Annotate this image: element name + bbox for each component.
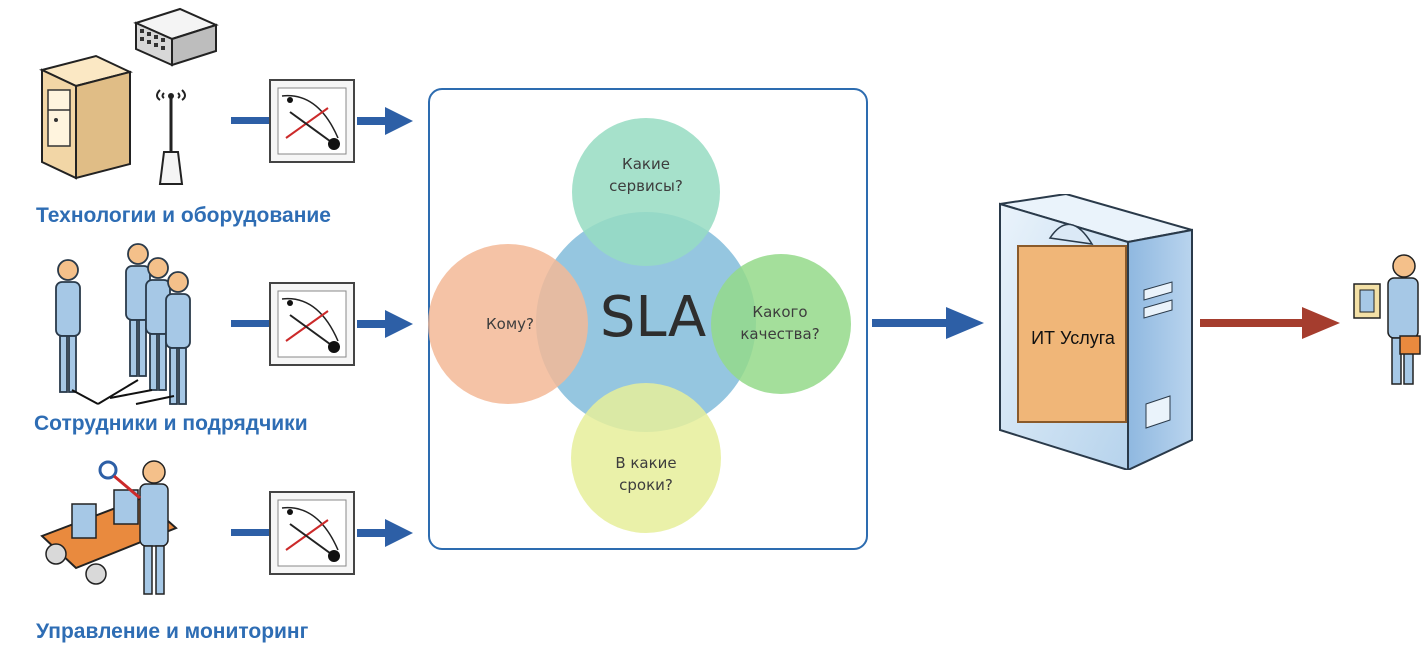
sla-right-text: Какого качества? — [740, 303, 820, 343]
circle-bottom — [571, 383, 721, 533]
monitoring-person-icon — [40, 460, 178, 595]
circle-right — [711, 254, 851, 394]
group-label-technology: Технологии и оборудование — [36, 204, 331, 227]
circle-top — [572, 118, 720, 266]
sla-venn-diagram — [428, 118, 851, 533]
customer-icon — [1353, 254, 1421, 385]
gauge-icon — [269, 491, 355, 575]
group-label-staff: Сотрудники и подрядчики — [34, 412, 308, 435]
service-box-icon — [999, 194, 1193, 470]
circle-left — [428, 244, 588, 404]
gauge-icon — [269, 79, 355, 163]
arrow-right — [357, 519, 413, 547]
sla-left-text: Кому? — [486, 315, 534, 333]
gauge-icon — [269, 282, 355, 366]
people-icon — [55, 243, 191, 405]
network-switch-icon — [133, 7, 219, 67]
arrow-right — [357, 310, 413, 338]
group-label-management: Управление и мониторинг — [36, 620, 309, 643]
arrow-right-red — [1200, 307, 1340, 339]
sla-bottom-text: В какие сроки? — [615, 454, 677, 494]
arrow-line — [231, 320, 271, 327]
antenna-icon — [156, 89, 186, 185]
sla-title: SLA — [599, 285, 707, 350]
arrow-right — [872, 307, 984, 339]
server-icon — [39, 54, 133, 180]
arrow-line — [231, 117, 271, 124]
circle-center — [536, 212, 756, 432]
arrow-line — [231, 529, 271, 536]
sla-top-text: Какие сервисы? — [609, 155, 683, 195]
arrow-right — [357, 107, 413, 135]
service-label: ИТ Услуга — [1031, 328, 1115, 348]
